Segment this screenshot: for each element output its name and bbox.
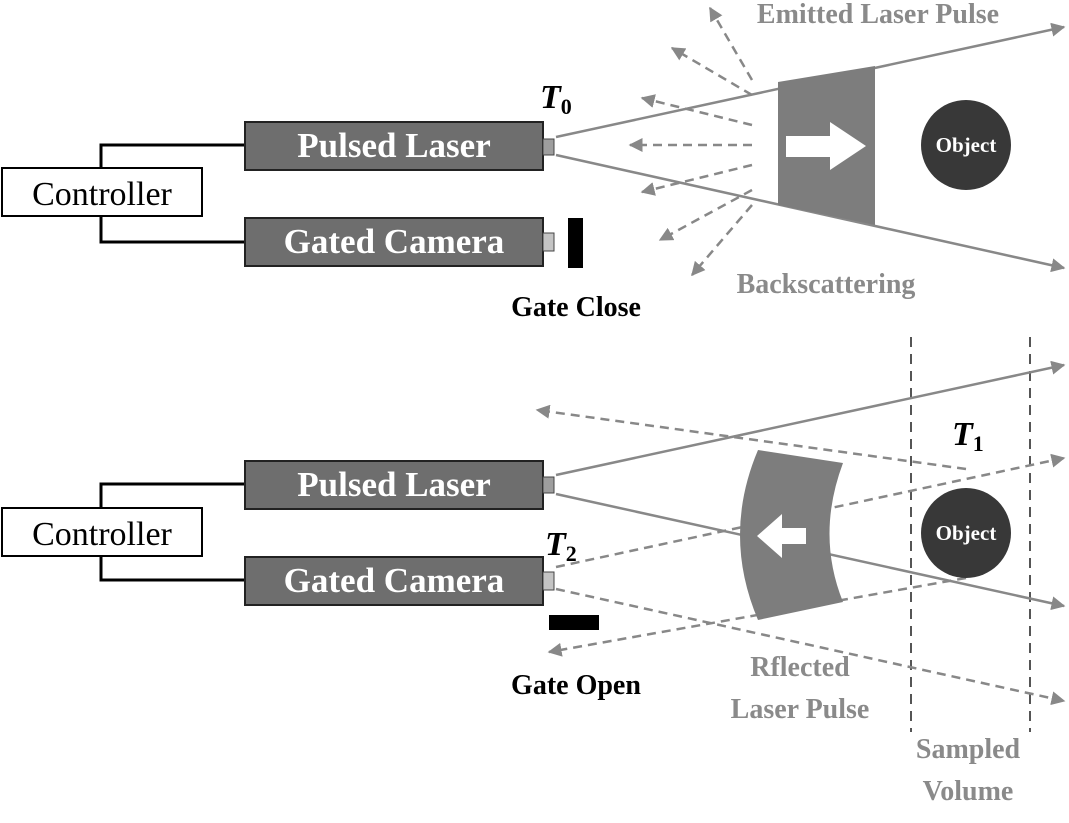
- top-panel: Controller Pulsed Laser Gated Camera Gat…: [1, 0, 1066, 323]
- top-time-label: T0: [540, 79, 572, 119]
- top-pulsed-laser: Pulsed Laser: [244, 121, 555, 171]
- top-gated-camera: Gated Camera: [244, 217, 555, 267]
- bottom-controller-label: Controller: [32, 516, 172, 553]
- bottom-time2-label: T2: [545, 526, 577, 566]
- top-controller: Controller: [1, 167, 203, 217]
- gate-closed-bar: [568, 218, 583, 268]
- top-controller-wire: [99, 143, 245, 244]
- bottom-pulsed-laser: Pulsed Laser: [244, 460, 555, 510]
- reflected-pulse-arrow-icon: [757, 514, 806, 558]
- bottom-laser-label: Pulsed Laser: [297, 465, 490, 504]
- gate-open-bar: [549, 615, 599, 630]
- bottom-controller-wire: [99, 482, 245, 582]
- sampled-volume-label-line1: Sampled: [916, 734, 1021, 765]
- bottom-object: [921, 488, 1011, 578]
- emitted-pulse-label: Emitted Laser Pulse: [757, 0, 999, 30]
- bottom-object-label: Object: [936, 521, 997, 545]
- emitted-pulse-arrow-icon: [786, 122, 866, 170]
- bottom-camera-label: Gated Camera: [284, 561, 505, 600]
- top-gate-label: Gate Close: [511, 292, 641, 323]
- sampled-volume-label-line2: Volume: [923, 776, 1014, 807]
- bottom-beam-upper: [555, 360, 1066, 477]
- top-camera-label: Gated Camera: [284, 222, 505, 261]
- bottom-controller: Controller: [1, 507, 203, 557]
- bottom-panel: Controller Pulsed Laser Gated Camera Gat…: [1, 337, 1066, 807]
- backscatter-label: Backscattering: [737, 269, 916, 300]
- backscatter-arrows: [628, 6, 754, 277]
- reflected-label-line1: Rflected: [750, 652, 850, 683]
- bottom-gated-camera: Gated Camera: [244, 556, 555, 606]
- top-laser-label: Pulsed Laser: [297, 126, 490, 165]
- reflected-label-line2: Laser Pulse: [731, 694, 870, 725]
- top-object: [921, 100, 1011, 190]
- top-controller-label: Controller: [32, 176, 172, 213]
- top-object-label: Object: [936, 133, 997, 157]
- bottom-gate-label: Gate Open: [511, 670, 641, 701]
- bottom-time1-label: T1: [952, 416, 984, 456]
